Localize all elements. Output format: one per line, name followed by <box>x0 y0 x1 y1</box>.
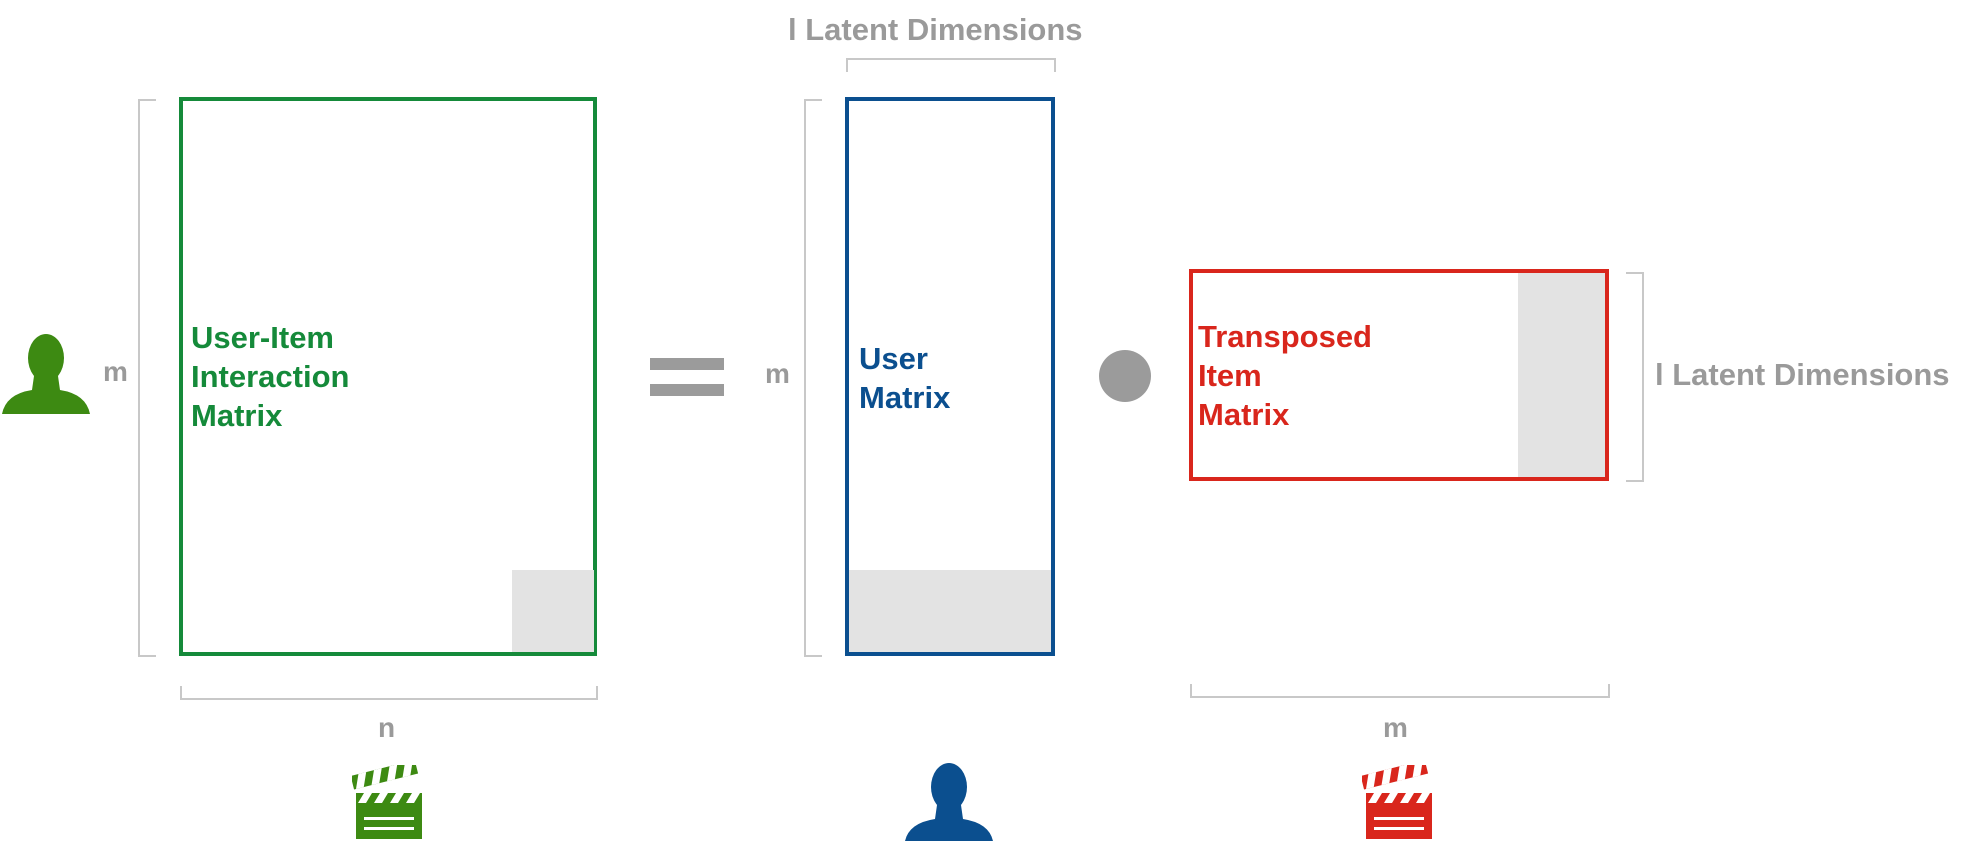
rows-label-middle: m <box>765 358 790 389</box>
user-icon <box>0 332 92 419</box>
left-cols-bracket <box>180 686 598 700</box>
matrix-cell-highlight <box>512 570 594 652</box>
title-line: Item <box>1198 358 1262 393</box>
title-line: Transposed <box>1198 319 1372 354</box>
right-latent-dimensions-label: l Latent Dimensions <box>1655 357 1950 392</box>
cols-label-right: m <box>1383 712 1408 743</box>
right-latent-bracket <box>1626 272 1644 482</box>
title-line: Matrix <box>859 380 951 415</box>
transposed-item-matrix-title: Transposed Item Matrix <box>1198 317 1372 434</box>
equals-operator-bottom-bar <box>650 384 724 396</box>
clapperboard-icon <box>350 759 426 841</box>
clapperboard-icon <box>1360 759 1436 841</box>
left-rows-bracket <box>138 99 156 657</box>
transposed-item-matrix <box>1189 269 1609 481</box>
dot-product-operator <box>1099 350 1151 402</box>
user-icon <box>903 761 995 841</box>
top-latent-bracket <box>846 58 1056 72</box>
equals-operator-top-bar <box>650 358 724 370</box>
user-matrix-title: User Matrix <box>859 339 950 417</box>
middle-rows-bracket <box>804 99 822 657</box>
title-line: User <box>859 341 928 376</box>
cols-label-left: n <box>378 712 396 743</box>
title-line: User-Item <box>191 320 334 355</box>
user-item-matrix-title: User-Item Interaction Matrix <box>191 318 349 435</box>
right-cols-bracket <box>1190 684 1610 698</box>
rows-label-left: m <box>103 356 128 387</box>
user-matrix <box>845 97 1055 656</box>
top-latent-dimensions-label: l Latent Dimensions <box>788 12 1083 47</box>
title-line: Matrix <box>191 398 283 433</box>
title-line: Interaction <box>191 359 350 394</box>
user-row-highlight <box>849 570 1051 652</box>
item-column-highlight <box>1518 273 1605 477</box>
title-line: Matrix <box>1198 397 1290 432</box>
user-item-interaction-matrix <box>179 97 597 656</box>
